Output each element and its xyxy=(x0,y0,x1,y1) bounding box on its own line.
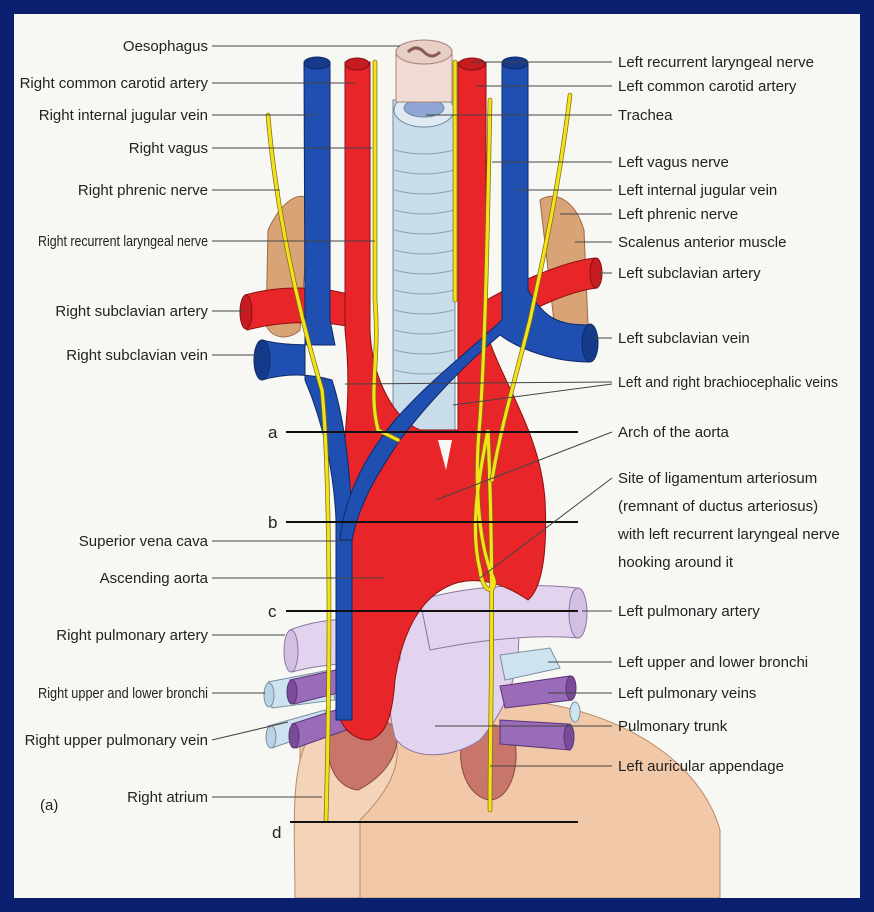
label-right-internal-jugular-vein: Right internal jugular vein xyxy=(39,107,208,124)
left-labels: Oesophagus Right common carotid artery R… xyxy=(20,38,209,806)
label-left-pulmonary-artery: Left pulmonary artery xyxy=(618,603,760,620)
right-brachiocephalic-vein-and-svc xyxy=(262,62,352,720)
label-pulmonary-trunk: Pulmonary trunk xyxy=(618,718,728,735)
label-right-recurrent-laryngeal-nerve: Right recurrent laryngeal nerve xyxy=(38,233,208,250)
label-left-subclavian-artery: Left subclavian artery xyxy=(618,265,761,282)
label-ligamentum-site-line1: Site of ligamentum arteriosum xyxy=(618,470,817,487)
label-ligamentum-site-line4: hooking around it xyxy=(618,554,734,571)
label-right-upper-lower-bronchi: Right upper and lower bronchi xyxy=(38,685,208,702)
label-right-atrium: Right atrium xyxy=(127,789,208,806)
label-ligamentum-site-line3: with left recurrent laryngeal nerve xyxy=(617,526,840,543)
label-right-phrenic-nerve: Right phrenic nerve xyxy=(78,182,208,199)
right-labels: Left recurrent laryngeal nerve Left comm… xyxy=(617,54,840,775)
label-left-subclavian-vein: Left subclavian vein xyxy=(618,330,750,347)
label-arch-of-aorta: Arch of the aorta xyxy=(618,424,730,441)
section-label-d: d xyxy=(272,823,281,842)
label-ascending-aorta: Ascending aorta xyxy=(100,570,209,587)
label-scalenus-anterior-muscle: Scalenus anterior muscle xyxy=(618,234,786,251)
section-label-a: a xyxy=(268,423,278,442)
label-superior-vena-cava: Superior vena cava xyxy=(79,533,209,550)
diagram-frame: a b c d xyxy=(14,14,860,898)
label-oesophagus: Oesophagus xyxy=(123,38,208,55)
thoracic-vessels-diagram: a b c d xyxy=(14,14,860,898)
label-left-upper-lower-bronchi: Left upper and lower bronchi xyxy=(618,654,808,671)
label-left-internal-jugular-vein: Left internal jugular vein xyxy=(618,182,777,199)
label-left-recurrent-laryngeal-nerve: Left recurrent laryngeal nerve xyxy=(618,54,814,71)
label-right-vagus: Right vagus xyxy=(129,140,208,157)
section-label-c: c xyxy=(268,602,277,621)
label-right-upper-pulmonary-vein: Right upper pulmonary vein xyxy=(25,732,208,749)
label-trachea: Trachea xyxy=(618,107,673,124)
label-right-subclavian-vein: Right subclavian vein xyxy=(66,347,208,364)
label-brachiocephalic-veins: Left and right brachiocephalic veins xyxy=(618,374,838,391)
section-label-b: b xyxy=(268,513,277,532)
label-right-common-carotid-artery: Right common carotid artery xyxy=(20,75,209,92)
label-left-auricular-appendage: Left auricular appendage xyxy=(618,758,784,775)
label-right-pulmonary-artery: Right pulmonary artery xyxy=(56,627,208,644)
label-left-pulmonary-veins: Left pulmonary veins xyxy=(618,685,756,702)
label-left-phrenic-nerve: Left phrenic nerve xyxy=(618,206,738,223)
label-left-vagus-nerve: Left vagus nerve xyxy=(618,154,729,171)
label-right-subclavian-artery: Right subclavian artery xyxy=(55,303,208,320)
figure-tag: (a) xyxy=(40,797,58,814)
label-ligamentum-site-line2: (remnant of ductus arteriosus) xyxy=(618,498,818,515)
label-left-common-carotid-artery: Left common carotid artery xyxy=(618,78,797,95)
